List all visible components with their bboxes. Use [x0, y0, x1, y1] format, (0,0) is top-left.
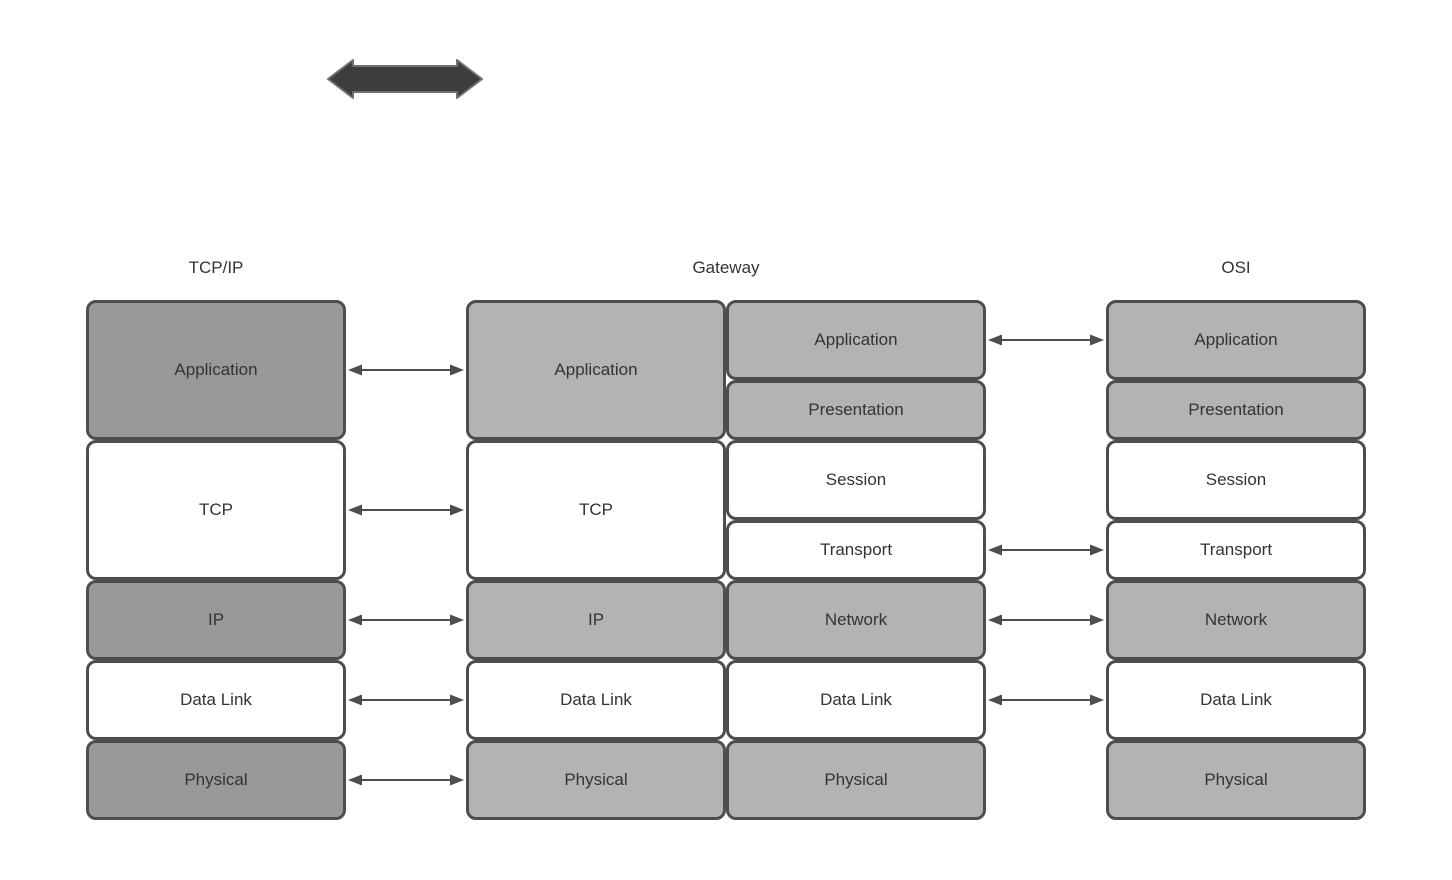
tcpip-layer-physical: Physical — [86, 740, 346, 820]
gateway-right-stack: Application Presentation Session Transpo… — [726, 300, 986, 820]
gateway-column-header: Gateway — [692, 258, 760, 277]
gateway-left-layer-data-link: Data Link — [466, 660, 726, 740]
gateway-left-layer-ip: IP — [466, 580, 726, 660]
tcpip-stack: Application TCP IP Data Link Physical — [86, 300, 346, 820]
tcpip-column-header: TCP/IP — [188, 258, 244, 277]
gateway-osi-arrow-transport — [987, 542, 1105, 558]
tcpip-layer-ip: IP — [86, 580, 346, 660]
osi-layer-session: Session — [1106, 440, 1366, 520]
tcpip-gateway-arrow-data-link — [347, 692, 465, 708]
gateway-left-layer-application: Application — [466, 300, 726, 440]
gateway-left-layer-tcp: TCP — [466, 440, 726, 580]
gateway-right-layer-network: Network — [726, 580, 986, 660]
tcpip-layer-data-link: Data Link — [86, 660, 346, 740]
gateway-right-layer-data-link: Data Link — [726, 660, 986, 740]
osi-layer-physical: Physical — [1106, 740, 1366, 820]
gateway-osi-arrow-data-link — [987, 692, 1105, 708]
tcpip-gateway-arrow-physical — [347, 772, 465, 788]
osi-column-header: OSI — [1221, 258, 1251, 277]
two-way-arrow-shape — [327, 58, 483, 100]
gateway-right-layer-presentation: Presentation — [726, 380, 986, 440]
two-way-arrow-icon — [327, 59, 483, 99]
osi-layer-presentation: Presentation — [1106, 380, 1366, 440]
gateway-right-layer-session: Session — [726, 440, 986, 520]
tcpip-layer-tcp: TCP — [86, 440, 346, 580]
osi-layer-application: Application — [1106, 300, 1366, 380]
gateway-osi-arrow-network — [987, 612, 1105, 628]
tcpip-layer-application: Application — [86, 300, 346, 440]
osi-layer-network: Network — [1106, 580, 1366, 660]
gateway-osi-arrow-application — [987, 332, 1105, 348]
gateway-right-layer-application: Application — [726, 300, 986, 380]
gateway-left-stack: Application TCP IP Data Link Physical — [466, 300, 726, 820]
gateway-right-layer-physical: Physical — [726, 740, 986, 820]
osi-layer-data-link: Data Link — [1106, 660, 1366, 740]
osi-layer-transport: Transport — [1106, 520, 1366, 580]
gateway-right-layer-transport: Transport — [726, 520, 986, 580]
tcpip-gateway-arrow-tcp — [347, 502, 465, 518]
gateway-left-layer-physical: Physical — [466, 740, 726, 820]
tcpip-gateway-arrow-ip — [347, 612, 465, 628]
tcpip-gateway-arrow-application — [347, 362, 465, 378]
osi-stack: Application Presentation Session Transpo… — [1106, 300, 1366, 820]
